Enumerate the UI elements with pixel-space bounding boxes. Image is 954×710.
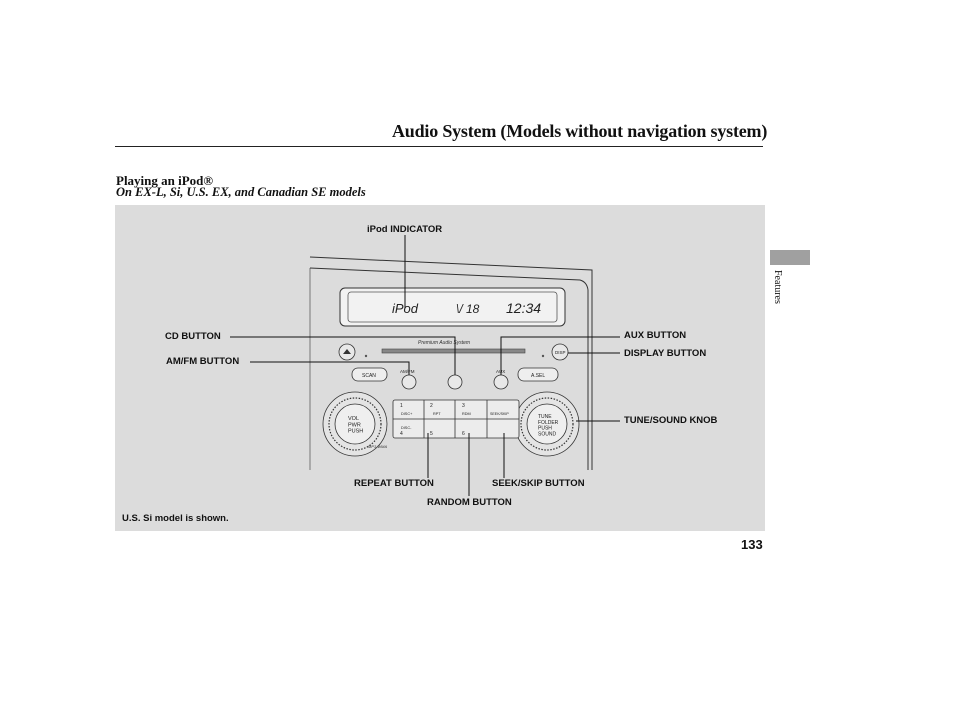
- callout-amfm-button: AM/FM BUTTON: [166, 356, 240, 367]
- seek-skip-label: SEEK/SKIP: [490, 412, 509, 416]
- section-heading: Playing an iPod®: [116, 173, 214, 188]
- title-rule: [115, 146, 763, 147]
- preset-4-label: 4: [400, 431, 403, 437]
- disc-down-label: DISC-: [401, 426, 412, 430]
- section-subheading: On EX-L, Si, U.S. EX, and Canadian SE mo…: [116, 185, 366, 199]
- callout-random-button: RANDOM BUTTON: [427, 497, 512, 508]
- callout-aux-button: AUX BUTTON: [624, 330, 687, 341]
- leader-amfm-button: [250, 361, 410, 375]
- callout-ipod-indicator: iPod INDICATOR: [367, 224, 443, 235]
- cd-slot: [381, 348, 526, 354]
- tune-knob: [514, 391, 580, 457]
- callout-seek-skip-button: SEEK/SKIP BUTTON: [492, 478, 585, 489]
- display-mode-text: iPod: [392, 301, 419, 316]
- scan-button: [351, 367, 388, 382]
- preset-2-label: 2: [430, 403, 433, 409]
- display-clock-text: 12:34: [506, 300, 541, 316]
- preset-button-block: [392, 399, 520, 439]
- disp-button: [551, 343, 569, 361]
- lcd-display: [339, 287, 566, 327]
- figure-panel: [115, 205, 765, 531]
- brand-text: Premium Audio System: [418, 340, 470, 346]
- callout-tune-sound-knob: TUNE/SOUND KNOB: [624, 415, 718, 426]
- rdm-label: RDM: [462, 412, 471, 416]
- section-tab-label: Features: [772, 270, 783, 304]
- rpt-label: RPT: [433, 412, 441, 416]
- aux-button: [493, 374, 509, 390]
- volume-knob: [322, 391, 388, 457]
- callout-repeat-button: REPEAT BUTTON: [354, 478, 434, 489]
- indicator-dots: [364, 354, 545, 358]
- asel-button: [517, 367, 559, 382]
- section-tab-marker: [770, 250, 810, 265]
- figure-caption: U.S. Si model is shown.: [122, 513, 229, 524]
- disp-button-label: DISP: [555, 350, 566, 355]
- scan-button-label: SCAN: [362, 373, 376, 379]
- display-track-text: \/ 18: [456, 302, 480, 316]
- cd-button: [447, 374, 463, 390]
- amfm-button: [401, 374, 417, 390]
- preset-1-label: 1: [400, 403, 403, 409]
- radio-faceplate: [309, 256, 593, 470]
- disc-up-label: DISC+: [401, 412, 413, 416]
- callout-display-button: DISPLAY BUTTON: [624, 348, 707, 359]
- preset-3-label: 3: [462, 403, 465, 409]
- eject-button: [338, 343, 356, 361]
- preset-6-label: 6: [462, 431, 465, 437]
- page-number: 133: [741, 537, 763, 552]
- callout-cd-button: CD BUTTON: [165, 331, 221, 342]
- page-title: Audio System (Models without navigation …: [392, 121, 768, 141]
- leader-aux-button: [500, 336, 620, 375]
- leader-cd-button: [230, 336, 456, 375]
- preset-5-label: 5: [430, 431, 433, 437]
- mp3-wma-label: MP3 WMA: [368, 444, 387, 449]
- asel-button-label: A.SEL: [531, 373, 545, 379]
- amfm-button-label: AM/FM: [400, 369, 415, 374]
- callout-leaders: [230, 235, 620, 496]
